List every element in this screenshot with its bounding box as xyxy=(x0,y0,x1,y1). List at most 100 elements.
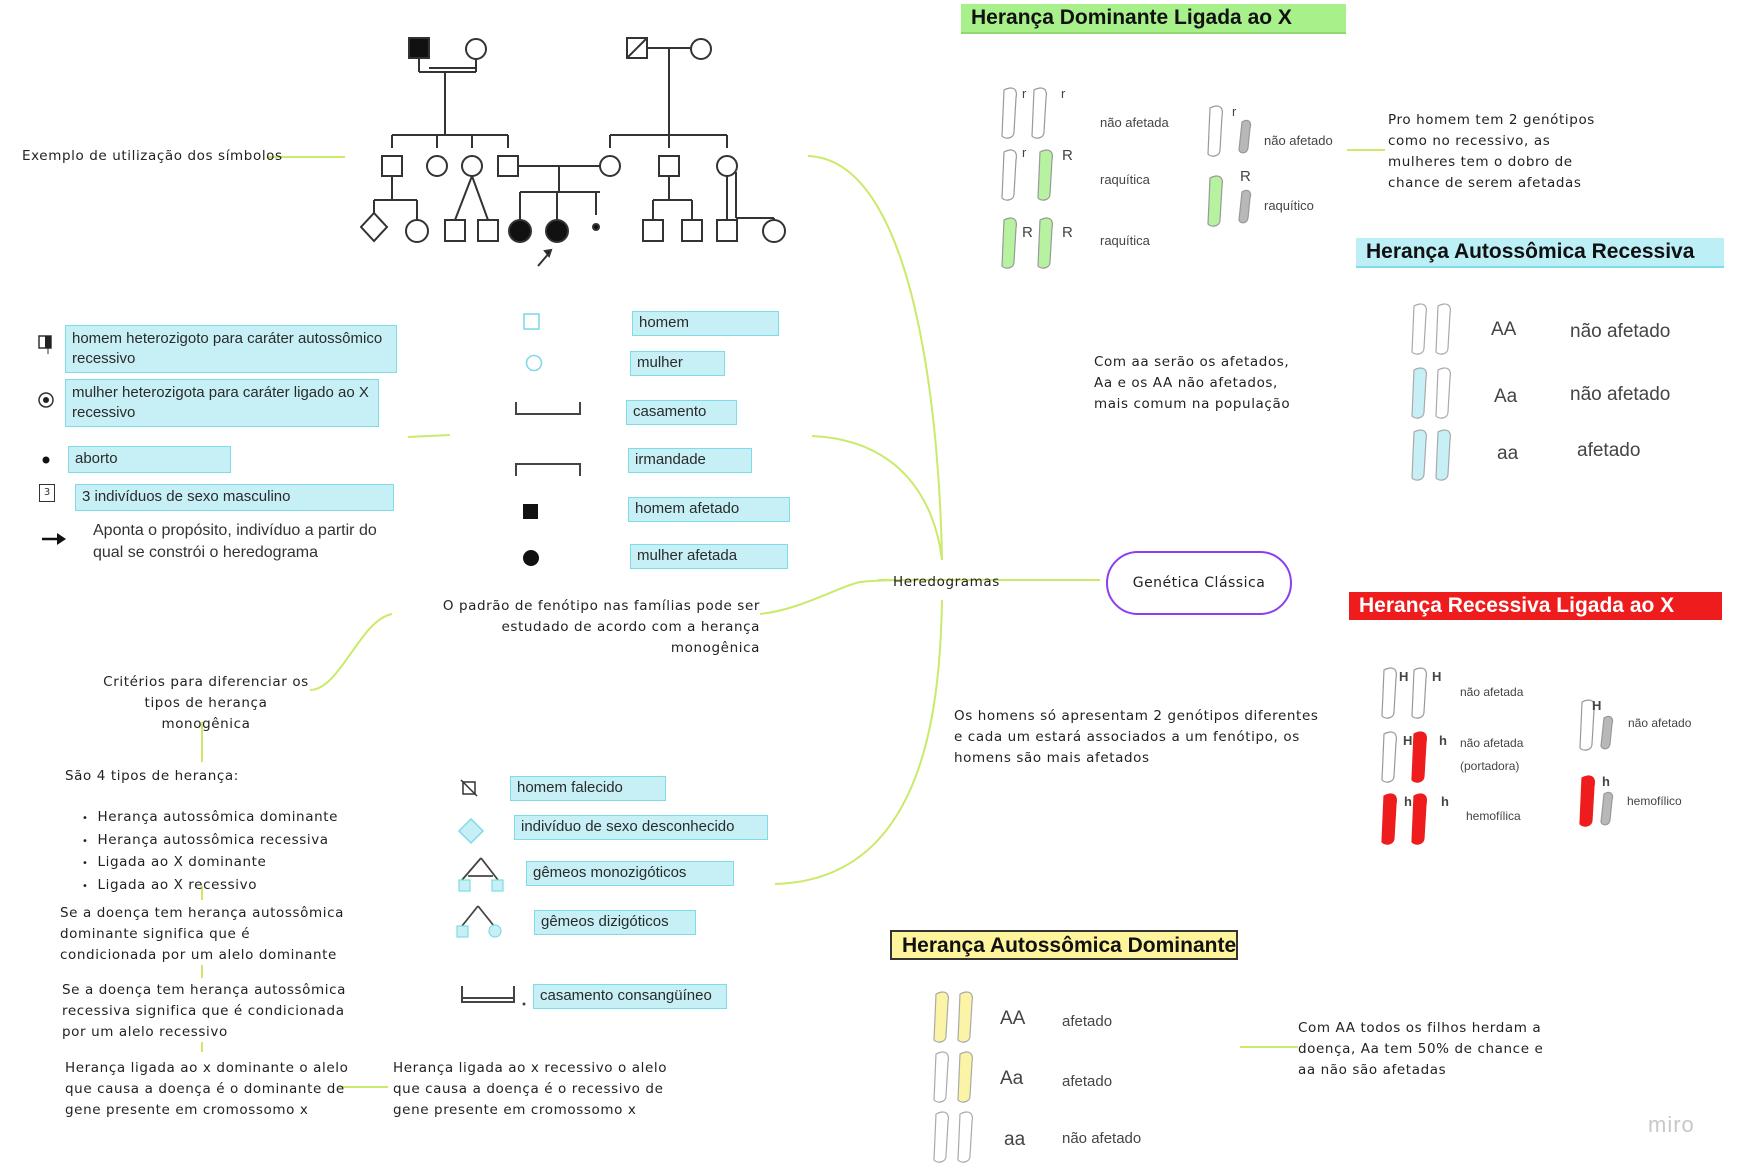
x-dom-male-chromosomes xyxy=(1207,105,1252,227)
x-dom-f2-a1: r xyxy=(1022,145,1027,160)
aut-dom-g1: AA xyxy=(1000,1008,1026,1029)
pedigree-example xyxy=(360,37,786,267)
x-dom-m1-pheno: não afetado xyxy=(1264,133,1333,148)
x-rec-f3-a2: h xyxy=(1441,794,1449,809)
x-rec-f2-pheno: não afetada xyxy=(1460,736,1524,750)
x-dom-m2-a1: R xyxy=(1240,168,1251,185)
symbol-casamento: casamento xyxy=(626,400,737,425)
aut-rec-g3: aa xyxy=(1497,443,1519,464)
arrow-right-icon xyxy=(42,533,66,545)
note-com-aa: Com aa serão os afetados, Aa e os AA não… xyxy=(1094,354,1291,412)
female-circle-icon xyxy=(525,354,543,372)
x-dom-f1-a1: r xyxy=(1022,86,1027,101)
x-rec-m2-a1: h xyxy=(1602,774,1610,789)
aut-rec-g1: AA xyxy=(1491,319,1517,340)
aut-rec-g2: Aa xyxy=(1494,386,1518,407)
x-rec-f2-a1: H xyxy=(1403,733,1413,748)
x-rec-m1-pheno: não afetado xyxy=(1628,716,1692,730)
note-x-dom: Herança ligada ao x dominante o alelo qu… xyxy=(65,1060,349,1118)
x-rec-f1-a2: H xyxy=(1432,669,1442,684)
note-criterios: Critérios para diferenciar os tipos de h… xyxy=(103,674,309,732)
aut-dom-p3: não afetado xyxy=(1062,1130,1142,1147)
three-males-glyph: 3 xyxy=(43,487,51,498)
inheritance-types-list: Herança autossômica dominante Herança au… xyxy=(82,807,338,897)
dizygotic-twins-icon xyxy=(456,905,502,938)
note-aut-rec: Se a doença tem herança autossômica rece… xyxy=(62,982,346,1040)
symbol-consang: casamento consangüíneo xyxy=(533,984,727,1009)
male-square-icon xyxy=(523,313,540,330)
x-dom-female-chromosomes xyxy=(1001,87,1053,269)
x-rec-m2-pheno: hemofílico xyxy=(1627,794,1682,808)
x-rec-f3-a1: h xyxy=(1404,794,1412,809)
title-x-recessiva: Herança Recessiva Ligada ao X xyxy=(1349,592,1722,620)
list-item: Ligada ao X dominante xyxy=(82,852,338,875)
aut-rec-p3: afetado xyxy=(1577,440,1641,461)
monozygotic-twins-icon xyxy=(458,857,504,892)
list-item: Herança autossômica dominante xyxy=(82,807,338,830)
x-rec-f1-pheno: não afetada xyxy=(1460,685,1524,699)
x-dom-f3-pheno: raquítica xyxy=(1100,233,1150,248)
x-rec-f2-extra: (portadora) xyxy=(1460,759,1520,773)
three-males-icon: 3 xyxy=(39,484,55,502)
aut-dom-chromosomes xyxy=(933,991,973,1163)
symbol-mulher-afetada: mulher afetada xyxy=(630,544,788,569)
aut-rec-chromosomes xyxy=(1411,303,1451,481)
note-com-AA: Com AA todos os filhos herdam a doença, … xyxy=(1298,1020,1544,1078)
note-exemplo: Exemplo de utilização dos símbolos xyxy=(22,148,283,164)
symbol-desconhecido: indivíduo de sexo desconhecido xyxy=(514,815,768,840)
symbol-mulher: mulher xyxy=(630,351,725,376)
x-rec-f1-a1: H xyxy=(1399,669,1409,684)
aut-rec-p1: não afetado xyxy=(1570,321,1671,342)
deceased-male-icon xyxy=(460,779,478,797)
legend-tres: 3 indivíduos de sexo masculino xyxy=(75,484,394,511)
legend-het-rec: homem heterozigoto para caráter autossôm… xyxy=(65,325,397,373)
x-rec-female-chromosomes xyxy=(1381,667,1427,845)
x-dom-f3-a2: R xyxy=(1062,224,1073,241)
heterozygous-male-icon xyxy=(38,335,52,354)
symbol-homem: homem xyxy=(632,311,779,336)
unknown-sex-icon xyxy=(457,817,485,845)
note-x-rec: Herança ligada ao x recessivo o alelo qu… xyxy=(393,1060,668,1118)
x-dom-f2-a2: R xyxy=(1062,147,1073,164)
x-rec-m1-a1: H xyxy=(1592,698,1602,713)
affected-male-icon xyxy=(523,504,538,519)
x-rec-f2-a2: h xyxy=(1439,733,1447,748)
title-aut-dominante: Herança Autossômica Dominante xyxy=(890,930,1238,960)
symbol-di: gêmeos dizigóticos xyxy=(534,910,696,935)
aut-dom-g2: Aa xyxy=(1000,1068,1024,1089)
title-aut-recessiva: Herança Autossômica Recessiva xyxy=(1356,238,1724,268)
consanguineous-marriage-icon xyxy=(461,986,526,1006)
x-rec-f3-pheno: hemofílica xyxy=(1466,809,1521,823)
symbol-mono: gêmeos monozigóticos xyxy=(526,861,734,886)
legend-het-x: mulher heterozigota para caráter ligado … xyxy=(65,379,379,427)
symbol-irmandade: irmandade xyxy=(628,448,752,473)
aut-dom-g3: aa xyxy=(1004,1129,1026,1150)
title-x-dominante: Herança Dominante Ligada ao X xyxy=(961,4,1346,34)
central-topic[interactable]: Genética Clássica xyxy=(1106,551,1292,615)
legend-aborto: aborto xyxy=(68,446,231,473)
abortion-dot-icon xyxy=(42,456,50,464)
x-dom-m1-a1: r xyxy=(1232,104,1237,119)
x-dom-f1-pheno: não afetada xyxy=(1100,115,1169,130)
marriage-line-icon xyxy=(515,402,581,415)
note-padrao: O padrão de fenótipo nas famílias pode s… xyxy=(442,598,760,656)
x-dom-f3-a1: R xyxy=(1022,224,1033,241)
legend-aponta: Aponta o propósito, indivíduo a partir d… xyxy=(93,522,377,561)
aut-dom-p1: afetado xyxy=(1062,1013,1113,1030)
aut-dom-p2: afetado xyxy=(1062,1073,1113,1090)
x-dom-m2-pheno: raquítico xyxy=(1264,198,1314,213)
note-homens-2: Os homens só apresentam 2 genótipos dife… xyxy=(954,708,1319,766)
symbol-falecido: homem falecido xyxy=(510,776,666,801)
note-pro-homem: Pro homem tem 2 genótipos como no recess… xyxy=(1388,112,1595,191)
list-item: Ligada ao X recessivo xyxy=(82,875,338,898)
miro-watermark: miro xyxy=(1648,1112,1695,1137)
carrier-female-icon xyxy=(38,392,54,408)
symbol-homem-afetado: homem afetado xyxy=(628,497,790,522)
hub-heredogramas[interactable]: Heredogramas xyxy=(893,574,1000,590)
note-aut-dom: Se a doença tem herança autossômica domi… xyxy=(60,905,344,963)
central-topic-label: Genética Clássica xyxy=(1132,575,1266,591)
affected-female-icon xyxy=(523,550,539,566)
x-dom-f2-pheno: raquítica xyxy=(1100,172,1150,187)
list-item: Herança autossômica recessiva xyxy=(82,830,338,853)
